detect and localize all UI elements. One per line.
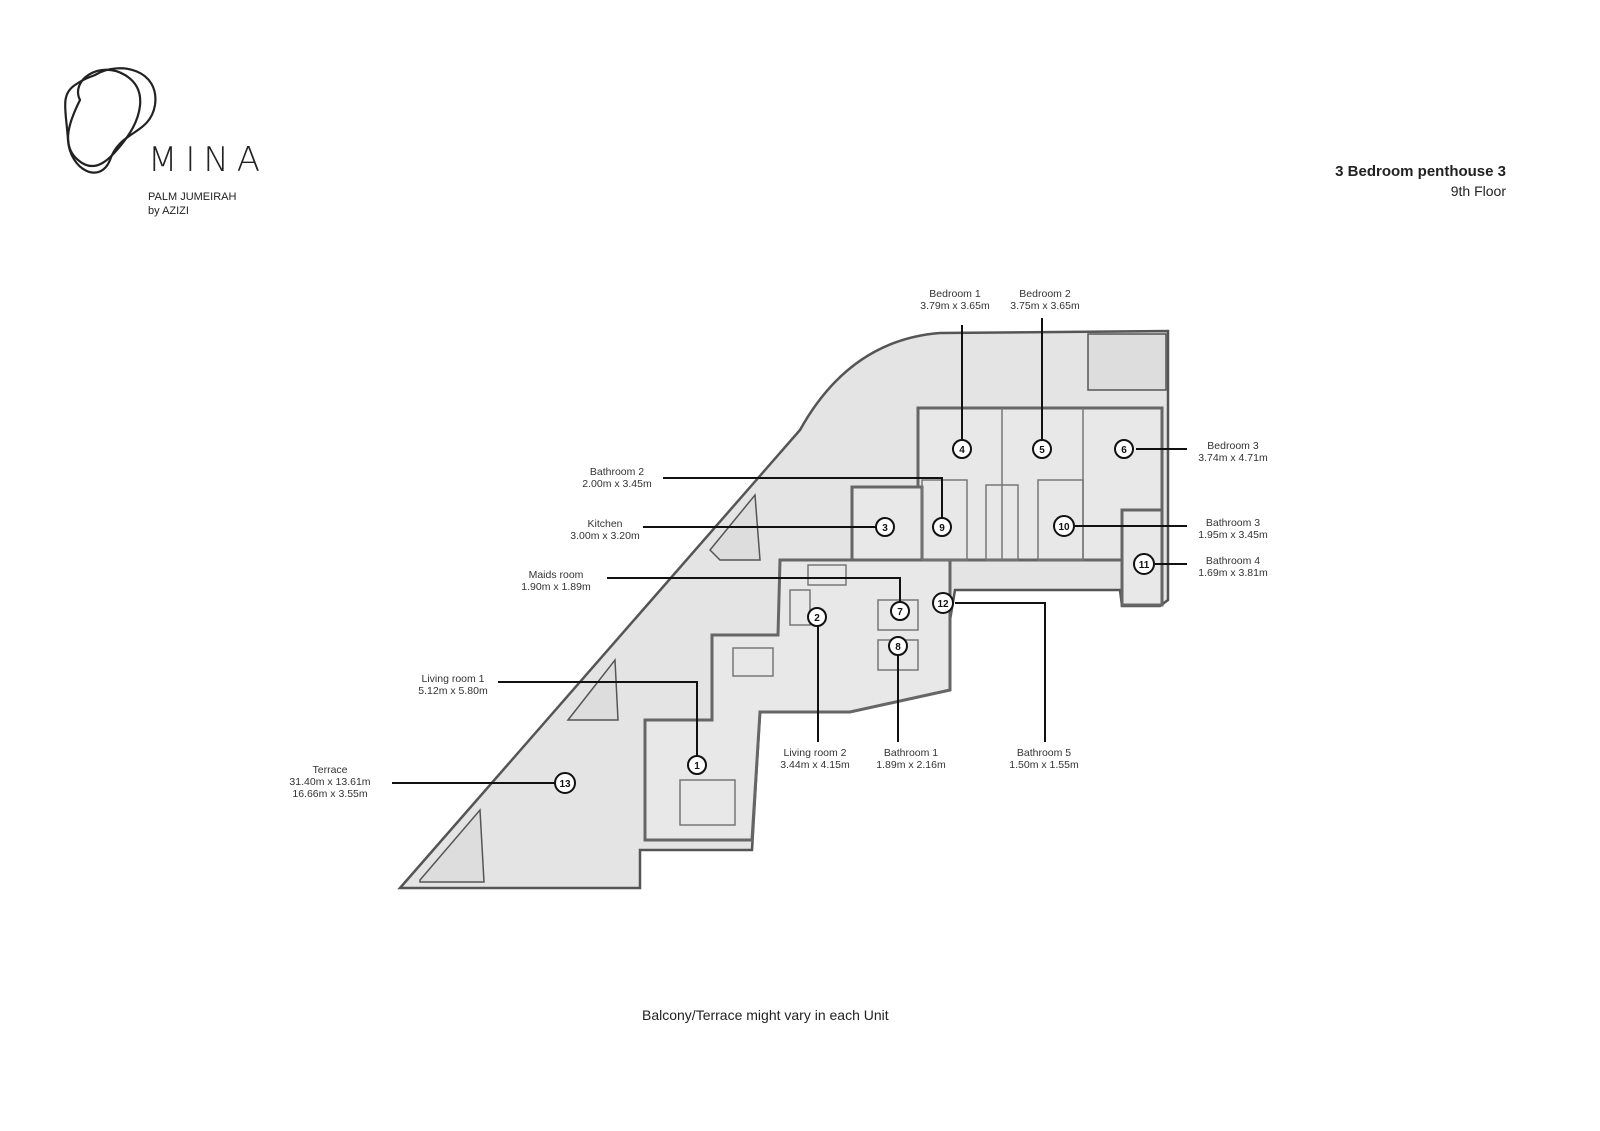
svg-text:2: 2 (814, 613, 820, 624)
marker-11: 11 (1133, 553, 1155, 575)
marker-2: 2 (807, 607, 827, 627)
marker-4: 4 (952, 439, 972, 459)
svg-text:8: 8 (895, 642, 901, 653)
svg-text:7: 7 (897, 607, 903, 618)
marker-3: 3 (875, 517, 895, 537)
marker-7: 7 (890, 601, 910, 621)
marker-1: 1 (687, 755, 707, 775)
brand-name: MINA (148, 140, 269, 180)
svg-text:4: 4 (959, 445, 965, 456)
marker-6: 6 (1114, 439, 1134, 459)
brand-line-2: by AZIZI (148, 205, 189, 217)
svg-text:10: 10 (1058, 522, 1070, 533)
marker-12: 12 (932, 592, 954, 614)
marker-5: 5 (1032, 439, 1052, 459)
floor-label: 9th Floor (1450, 183, 1506, 199)
room-markers: 1 2 3 4 5 6 7 8 9 10 11 12 13 (554, 439, 1155, 794)
unit-title: 3 Bedroom penthouse 3 (1335, 163, 1506, 180)
mina-logo-icon (64, 67, 157, 174)
marker-13: 13 (554, 772, 576, 794)
svg-text:9: 9 (939, 523, 945, 534)
marker-8: 8 (888, 636, 908, 656)
svg-text:12: 12 (937, 599, 949, 610)
interior-details (679, 408, 1084, 826)
svg-text:11: 11 (1139, 560, 1150, 571)
svg-text:1: 1 (694, 761, 700, 772)
svg-text:6: 6 (1121, 445, 1127, 456)
marker-9: 9 (932, 517, 952, 537)
svg-text:5: 5 (1039, 445, 1045, 456)
interior-walls (643, 406, 1164, 842)
svg-text:3: 3 (882, 523, 888, 534)
marker-10: 10 (1053, 515, 1075, 537)
brand-subtitle: PALM JUMEIRAH by AZIZI (148, 190, 236, 218)
svg-text:13: 13 (559, 779, 571, 790)
leader-lines (392, 318, 1187, 784)
footer-note: Balcony/Terrace might vary in each Unit (642, 1007, 889, 1023)
brand-line-1: PALM JUMEIRAH (148, 191, 237, 203)
